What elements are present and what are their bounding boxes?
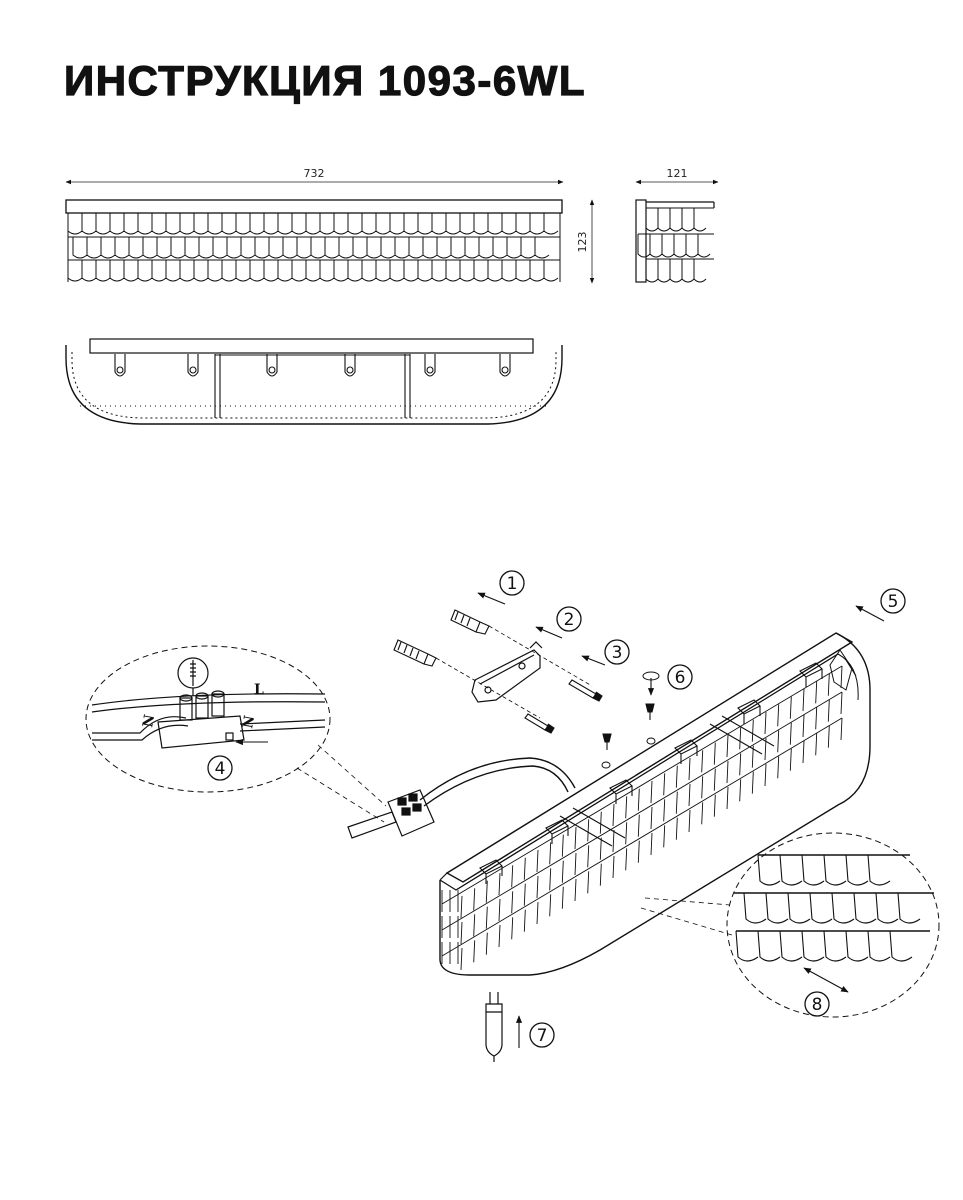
step-1-label: 1 — [507, 574, 518, 594]
step-7-marker — [529, 1022, 555, 1048]
step-8-label: 8 — [812, 995, 823, 1015]
step-6-label: 6 — [675, 668, 686, 688]
step-3-label: 3 — [612, 643, 623, 663]
bracket-icon — [471, 641, 543, 703]
step-arrows — [235, 592, 885, 1048]
step-1-marker — [499, 570, 525, 596]
wiring-detail: L N N — [85, 645, 387, 823]
side-view: 121 — [635, 167, 719, 283]
dimension-depth: 121 — [635, 167, 719, 185]
front-view-mount-plate — [65, 199, 563, 214]
wire-label-live: L — [254, 682, 264, 698]
mounting-bar — [445, 632, 854, 883]
top-view — [65, 338, 563, 425]
bulb-icon — [485, 992, 503, 1062]
screw-icon — [524, 679, 655, 750]
isometric-fixture — [439, 632, 871, 976]
rotate-icon — [642, 671, 660, 681]
connector-icon — [387, 789, 435, 837]
step-4-label: 4 — [215, 759, 226, 779]
front-view-crystal-rows — [67, 212, 561, 282]
step-markers — [207, 570, 906, 1048]
step-2-marker — [556, 606, 582, 632]
dimension-height-label: 123 — [576, 232, 589, 253]
step-5-marker — [880, 588, 906, 614]
crystal-row — [67, 213, 559, 235]
side-view-crystal-rows — [637, 207, 714, 283]
crystal-detail — [640, 832, 940, 1018]
front-view: 732 123 — [65, 167, 595, 284]
step-7-label: 7 — [537, 1026, 548, 1046]
step-5-label: 5 — [888, 592, 899, 612]
wire-label-neutral-right: N — [240, 714, 258, 730]
crystal-row — [67, 260, 559, 282]
step-4-marker — [207, 755, 233, 781]
step-3-marker — [604, 639, 630, 665]
dimension-length-label: 732 — [304, 167, 325, 180]
step-6-marker — [667, 664, 693, 690]
crystal-row — [72, 237, 550, 259]
dimension-depth-label: 121 — [667, 167, 688, 180]
power-cable — [347, 757, 576, 839]
dimension-height: 123 — [576, 199, 595, 284]
step-numbers: 1 2 3 4 5 6 7 8 — [215, 574, 899, 1046]
step-8-marker — [804, 991, 830, 1017]
page-title: ИНСТРУКЦИЯ 1093-6WL — [63, 57, 586, 104]
wire-label-neutral-left: N — [140, 713, 158, 729]
dowel-icon — [393, 609, 490, 667]
dimension-length: 732 — [65, 167, 564, 185]
step-2-label: 2 — [564, 610, 575, 630]
